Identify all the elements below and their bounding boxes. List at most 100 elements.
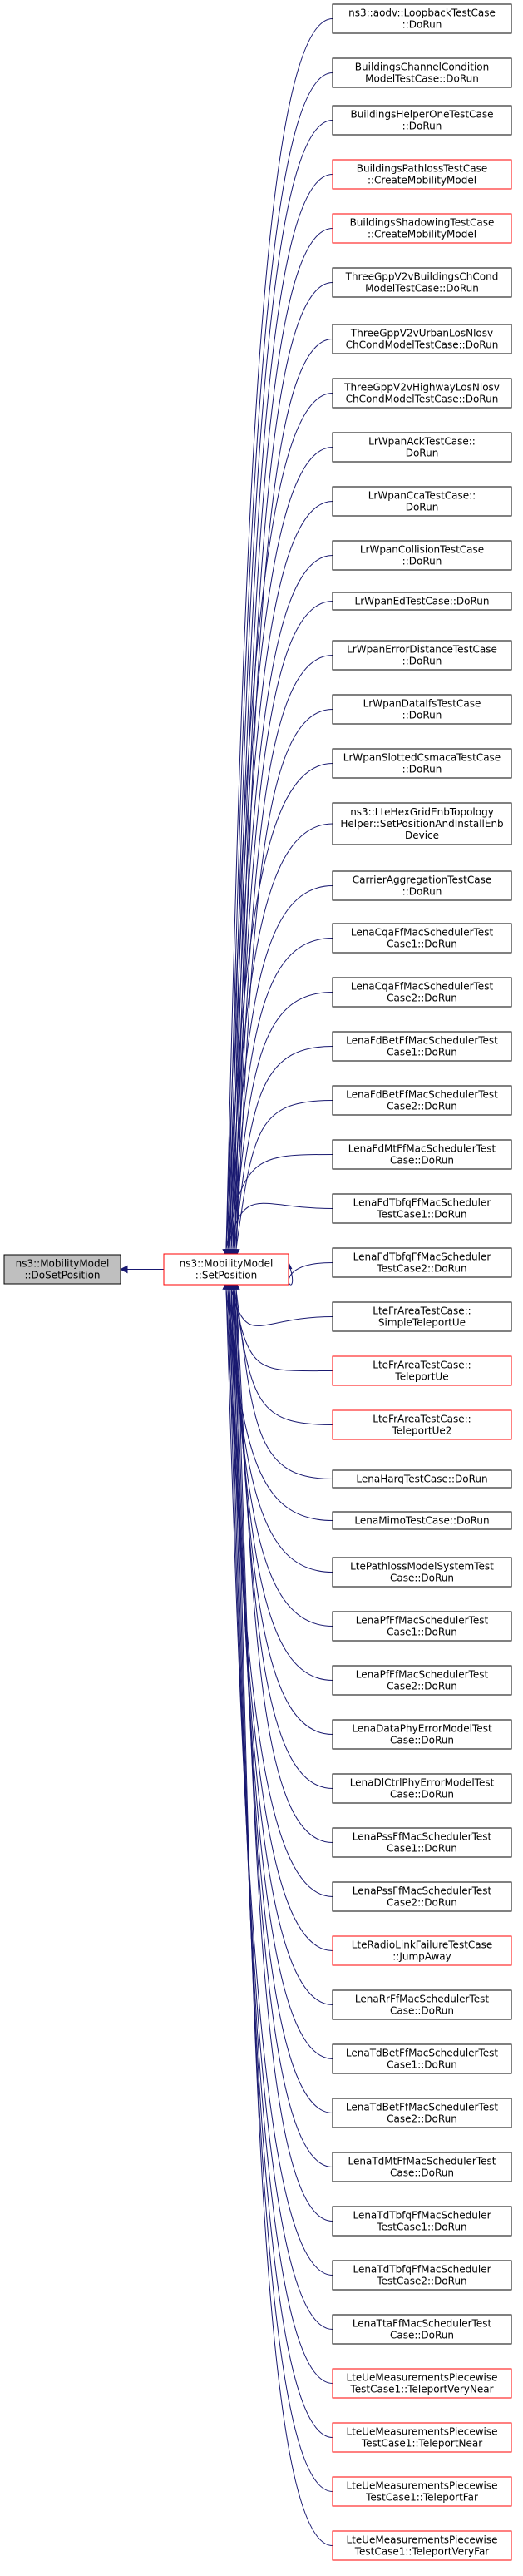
node-label-line: LenaCqaFfMacSchedulerTest — [351, 927, 494, 939]
call-edge — [232, 228, 333, 1250]
node-label-line: LteFrAreaTestCase:: — [373, 1360, 471, 1371]
node-label-line: ::DoRun — [402, 886, 442, 898]
node-box — [332, 870, 512, 901]
node-label-line: LenaHarqTestCase::DoRun — [356, 1474, 487, 1485]
node-box — [332, 977, 512, 1008]
caller-node[interactable]: LenaHarqTestCase::DoRun — [332, 1469, 512, 1489]
call-edge — [235, 1289, 333, 1843]
node-box — [332, 2043, 512, 2074]
caller-node[interactable]: LteFrAreaTestCase::TeleportUe — [332, 1355, 512, 1386]
call-edge — [288, 1262, 333, 1286]
caller-node[interactable]: LteFrAreaTestCase::TeleportUe2 — [332, 1409, 512, 1440]
node-label-line: LteUeMeasurementsPiecewise — [346, 2426, 497, 2438]
caller-node[interactable]: ThreeGppV2vUrbanLosNlosvChCondModelTestC… — [332, 324, 512, 354]
node-label-line: ThreeGppV2vUrbanLosNlosv — [350, 328, 493, 339]
caller-node[interactable]: LteRadioLinkFailureTestCase::JumpAway — [332, 1935, 512, 1966]
node-box — [332, 1355, 512, 1386]
node-label-line: Case1::DoRun — [387, 1047, 457, 1058]
caller-node[interactable]: BuildingsPathlossTestCase::CreateMobilit… — [332, 159, 512, 190]
caller-node[interactable]: LteUeMeasurementsPiecewiseTestCase1::Tel… — [332, 2368, 512, 2399]
node-box — [332, 1193, 512, 1224]
node-mobilitymodel-setposition[interactable]: ns3::MobilityModel::SetPosition — [163, 1253, 289, 1286]
caller-node[interactable]: LteUeMeasurementsPiecewiseTestCase1::Tel… — [332, 2422, 512, 2453]
call-edge — [234, 1289, 333, 2167]
node-label-line: DoRun — [406, 448, 439, 459]
caller-node[interactable]: LteUeMeasurementsPiecewiseTestCase1::Tel… — [332, 2530, 512, 2561]
node-label-line: LenaFdBetFfMacSchedulerTest — [346, 1035, 498, 1047]
caller-node[interactable]: LrWpanEdTestCase::DoRun — [332, 592, 512, 611]
node-box — [332, 694, 512, 725]
node-label-line: LenaRrFfMacSchedulerTest — [355, 1994, 490, 2005]
node-box — [332, 640, 512, 671]
caller-node[interactable]: LteUeMeasurementsPiecewiseTestCase1::Tel… — [332, 2476, 512, 2507]
node-box — [332, 159, 512, 190]
call-edge — [234, 1289, 333, 1789]
caller-node[interactable]: LrWpanDataIfsTestCase::DoRun — [332, 694, 512, 725]
caller-node[interactable]: LrWpanErrorDistanceTestCase::DoRun — [332, 640, 512, 671]
node-label-line: LenaFdTbfqFfMacScheduler — [353, 1251, 491, 1263]
call-edge — [227, 1289, 333, 1951]
node-label-line: SimpleTeleportUe — [378, 1317, 466, 1329]
caller-node[interactable]: ns3::aodv::LoopbackTestCase::DoRun — [332, 3, 512, 34]
node-box — [332, 1409, 512, 1440]
call-edge — [230, 1289, 333, 2438]
node-label-line: LenaTdBetFfMacSchedulerTest — [346, 2048, 499, 2059]
call-edge — [227, 1202, 333, 1250]
caller-node[interactable]: ns3::LteHexGridEnbTopologyHelper::SetPos… — [332, 802, 512, 845]
caller-node[interactable]: ThreeGppV2vHighwayLosNlosvChCondModelTes… — [332, 378, 512, 409]
caller-node[interactable]: BuildingsChannelConditionModelTestCase::… — [332, 57, 512, 88]
caller-node[interactable]: BuildingsShadowingTestCase::CreateMobili… — [332, 213, 512, 244]
node-label-line: LteUeMeasurementsPiecewise — [346, 2372, 497, 2384]
node-label-line: LenaPssFfMacSchedulerTest — [353, 1885, 492, 1897]
caller-node[interactable]: ThreeGppV2vBuildingsChCondModelTestCase:… — [332, 267, 512, 298]
caller-node[interactable]: LrWpanCollisionTestCase::DoRun — [332, 540, 512, 571]
caller-node[interactable]: CarrierAggregationTestCase::DoRun — [332, 870, 512, 901]
call-nodes: ns3::MobilityModel::DoSetPosition ns3::Mo… — [3, 3, 512, 2561]
caller-node[interactable]: LrWpanAckTestCase::DoRun — [332, 432, 512, 463]
node-label-line: ModelTestCase::DoRun — [365, 283, 479, 295]
caller-node[interactable]: LenaMimoTestCase::DoRun — [332, 1511, 512, 1530]
node-label-line: LenaPfFfMacSchedulerTest — [356, 1669, 489, 1681]
node-box — [332, 213, 512, 244]
node-label-line: ChCondModelTestCase::DoRun — [346, 394, 499, 405]
node-label-line: ::CreateMobilityModel — [368, 229, 476, 240]
node-label-line: TestCase1::TeleportFar — [365, 2492, 478, 2504]
node-box — [332, 1665, 512, 1696]
node-label-line: ::JumpAway — [392, 1951, 451, 1963]
node-label-line: ns3::MobilityModel — [180, 1258, 274, 1270]
caller-node[interactable]: LrWpanCcaTestCase::DoRun — [332, 486, 512, 517]
caller-node[interactable]: LteFrAreaTestCase::SimpleTeleportUe — [332, 1301, 512, 1332]
focus-node-dosetposition[interactable]: ns3::MobilityModel::DoSetPosition — [3, 1254, 121, 1285]
call-edge — [229, 885, 333, 1250]
caller-node[interactable]: LrWpanSlottedCsmacaTestCase::DoRun — [332, 748, 512, 779]
node-label-line: ::DoRun — [402, 556, 442, 567]
caller-node[interactable]: BuildingsHelperOneTestCase::DoRun — [332, 105, 512, 136]
node-label-line: TeleportUe — [394, 1371, 448, 1383]
node-box — [332, 432, 512, 463]
call-edges — [119, 18, 333, 2546]
node-box — [332, 1557, 512, 1588]
call-edge — [230, 174, 333, 1250]
call-edge — [232, 1289, 333, 2113]
